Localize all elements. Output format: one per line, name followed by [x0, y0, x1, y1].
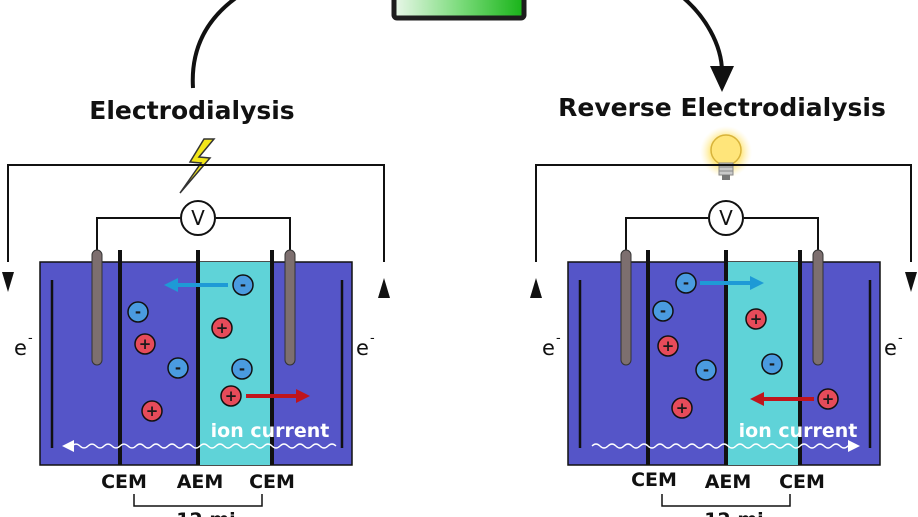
right-electron-label-2: e -	[884, 331, 903, 360]
right-outer-wire	[535, 164, 912, 262]
anion: -	[695, 359, 717, 381]
left-anion-flux-arrow	[164, 278, 228, 292]
right-probe-electrode-2	[812, 249, 824, 366]
voltmeter-label: V	[191, 206, 205, 230]
voltmeter-label: V	[719, 206, 733, 230]
svg-text:-: -	[370, 331, 375, 346]
right-anion-flux-arrow	[700, 276, 764, 290]
lightning-bolt-icon	[179, 138, 216, 194]
cation: +	[657, 335, 679, 357]
right-cell: V e - e - - - + - + + - +	[530, 126, 917, 517]
right-electron-label-1: e -	[542, 331, 561, 360]
svg-text:+: +	[822, 390, 835, 408]
top-right-curve-arrow	[682, 0, 724, 73]
top-left-curve	[190, 0, 237, 89]
right-wire-arrow-down	[905, 272, 917, 292]
anion: -	[675, 272, 697, 294]
svg-text:e: e	[14, 336, 27, 360]
svg-text:+: +	[216, 319, 229, 337]
left-voltmeter: V	[180, 200, 216, 236]
cation: +	[141, 400, 163, 422]
left-cation-flux-arrow	[246, 389, 310, 403]
left-aem-label: AEM	[177, 471, 224, 493]
right-ion-current-arrowhead	[848, 440, 860, 452]
left-electron-label-2: e -	[356, 331, 375, 360]
svg-text:+: +	[146, 402, 159, 420]
left-ion-current-label: ion current	[211, 420, 330, 442]
right-cell-width-label: ~12 mi	[688, 509, 763, 517]
svg-text:-: -	[175, 359, 181, 377]
right-ion-current-wave	[591, 443, 857, 449]
left-ion-current-wave	[71, 443, 337, 449]
svg-text:-: -	[28, 331, 33, 346]
left-wire-arrow-down	[2, 272, 14, 292]
cation: +	[745, 308, 767, 330]
left-cell: V e - e - - + - + - + - +	[2, 138, 390, 517]
anion: -	[231, 358, 253, 380]
anion: -	[761, 353, 783, 375]
svg-text:e: e	[542, 336, 555, 360]
svg-text:e: e	[356, 336, 369, 360]
svg-text:+: +	[676, 399, 689, 417]
anion: -	[232, 274, 254, 296]
cation: +	[211, 317, 233, 339]
battery-icon	[391, 0, 527, 21]
svg-text:e: e	[884, 336, 897, 360]
svg-text:+: +	[750, 310, 763, 328]
cation: +	[817, 388, 839, 410]
left-width-bracket	[133, 494, 263, 507]
right-wire-arrow-up	[530, 278, 542, 298]
svg-text:-: -	[240, 276, 246, 294]
svg-text:-: -	[703, 361, 709, 379]
svg-text:+: +	[662, 337, 675, 355]
top-right-arrowhead	[710, 66, 734, 92]
title-reverse-electrodialysis: Reverse Electrodialysis	[558, 93, 886, 122]
svg-text:-: -	[769, 355, 775, 373]
title-electrodialysis: Electrodialysis	[89, 96, 294, 125]
svg-text:-: -	[660, 302, 666, 320]
right-cation-flux-arrow	[750, 392, 814, 406]
left-voltmeter-wire	[96, 217, 291, 262]
svg-text:-: -	[239, 360, 245, 378]
anion: -	[652, 300, 674, 322]
right-cem-label-2: CEM	[779, 471, 825, 493]
left-ion-current-arrowhead	[62, 440, 74, 452]
svg-text:-: -	[556, 331, 561, 346]
right-voltmeter-wire	[625, 217, 819, 262]
left-cem-label-1: CEM	[101, 471, 147, 493]
cation: +	[671, 397, 693, 419]
cation: +	[134, 333, 156, 355]
cation: +	[220, 385, 242, 407]
right-aem-label: AEM	[705, 471, 752, 493]
right-voltmeter: V	[708, 200, 744, 236]
left-probe-electrode-1	[91, 249, 103, 366]
anion: -	[167, 357, 189, 379]
svg-text:-: -	[683, 274, 689, 292]
svg-text:+: +	[225, 387, 238, 405]
left-probe-electrode-2	[284, 249, 296, 366]
left-cell-width-label: ~12 mi	[160, 509, 235, 517]
right-probe-electrode-1	[620, 249, 632, 366]
left-electron-label-1: e -	[14, 331, 33, 360]
light-bulb-icon	[700, 126, 752, 180]
left-cem-label-2: CEM	[249, 471, 295, 493]
right-cem-label-1: CEM	[631, 469, 677, 491]
left-wire-arrow-up	[378, 278, 390, 298]
right-width-bracket	[661, 494, 791, 507]
right-ion-current-label: ion current	[739, 420, 858, 442]
svg-text:+: +	[139, 335, 152, 353]
anion: -	[127, 301, 149, 323]
svg-text:-: -	[898, 331, 903, 346]
svg-text:-: -	[135, 303, 141, 321]
left-outer-wire	[7, 164, 385, 262]
